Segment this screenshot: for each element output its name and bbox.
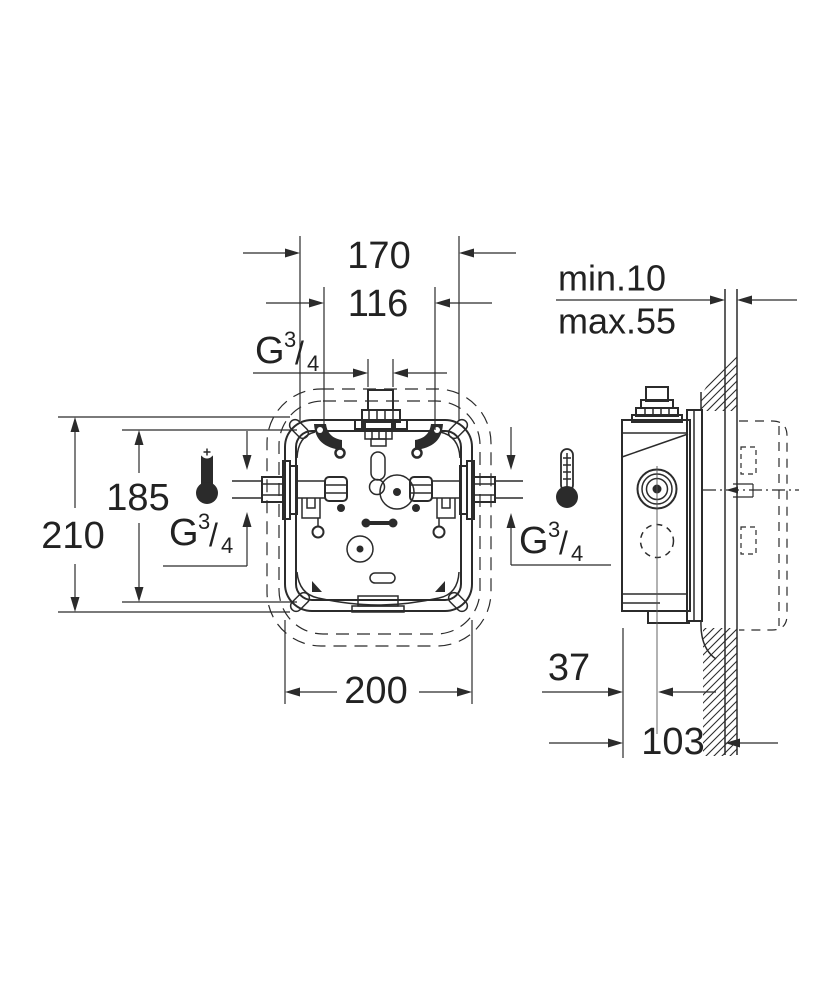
leader-right-thread bbox=[506, 427, 611, 566]
embedded-outline bbox=[703, 420, 799, 631]
housing-side bbox=[621, 409, 703, 624]
right-port bbox=[409, 460, 523, 539]
cover-dashed-outline bbox=[266, 388, 492, 647]
dim-116-label: 116 bbox=[348, 283, 409, 325]
bottom-tab bbox=[312, 581, 445, 613]
dim-185-label: 185 bbox=[106, 477, 169, 519]
wall-hatch-upper bbox=[701, 352, 737, 411]
dim-wall-thickness bbox=[556, 295, 797, 305]
wall-lines bbox=[700, 392, 717, 660]
dim-top-thread bbox=[253, 359, 447, 387]
dim-210 bbox=[58, 416, 290, 613]
dimension-labels: 170 116 210 185 200 37 103 min.10 max.55… bbox=[41, 235, 704, 763]
dim-170-label: 170 bbox=[347, 235, 410, 277]
finished-wall-surface bbox=[724, 289, 738, 755]
side-top-connector bbox=[631, 386, 683, 423]
dim-103 bbox=[549, 738, 778, 748]
dim-116 bbox=[266, 287, 492, 430]
dim-185 bbox=[122, 429, 297, 603]
top-connector bbox=[354, 389, 408, 447]
front-view bbox=[232, 388, 523, 647]
dim-37-label: 37 bbox=[548, 647, 590, 689]
wall-min-label: min.10 bbox=[558, 258, 666, 299]
thread-label-top: G 3 / 4 bbox=[255, 327, 319, 376]
side-port bbox=[636, 466, 678, 734]
hot-thermometer-icon bbox=[196, 445, 218, 504]
dim-200 bbox=[284, 620, 473, 704]
dimension-lines bbox=[58, 236, 797, 758]
side-view bbox=[621, 289, 799, 756]
corner-clamps bbox=[314, 424, 443, 459]
dim-37 bbox=[542, 628, 716, 758]
dim-200-label: 200 bbox=[344, 670, 407, 712]
thread-label-right: G 3 / 4 bbox=[519, 517, 583, 566]
dim-103-label: 103 bbox=[641, 721, 704, 763]
left-port bbox=[232, 460, 348, 539]
cold-thermometer-icon bbox=[556, 448, 578, 508]
wall-max-label: max.55 bbox=[558, 301, 676, 342]
dim-210-label: 210 bbox=[41, 515, 104, 557]
wall-hatch-lower bbox=[703, 628, 737, 756]
center-details bbox=[346, 451, 415, 584]
leader-left-thread bbox=[163, 431, 252, 567]
thread-label-left: G 3 / 4 bbox=[169, 509, 233, 558]
dim-170 bbox=[243, 236, 516, 421]
